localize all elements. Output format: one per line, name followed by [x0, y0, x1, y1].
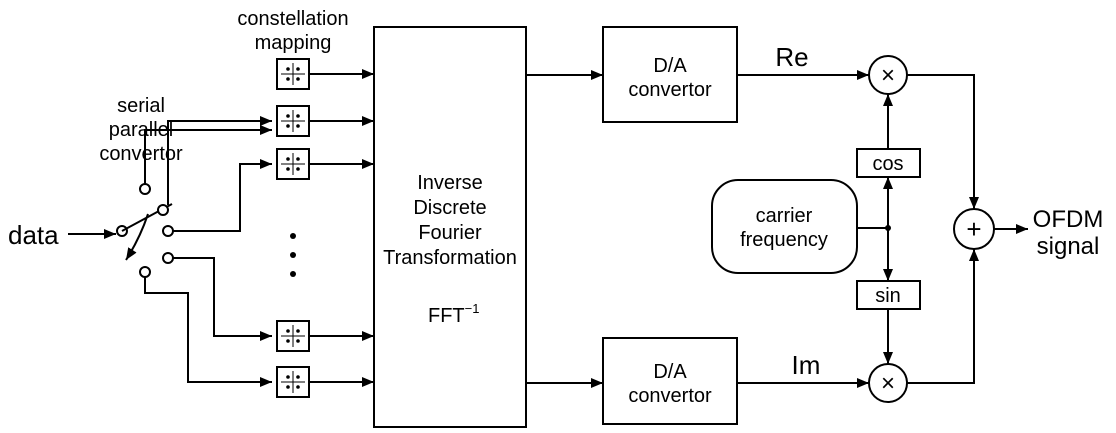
switch-terminal-4 [162, 252, 174, 264]
ifft-label-line-1: Inverse [417, 172, 483, 194]
ifft-label-line-4: Transformation [383, 247, 517, 269]
im-path-label: Im [792, 350, 821, 380]
multiplier-top-symbol: × [881, 62, 895, 89]
re-path-label: Re [775, 42, 808, 72]
serial-parallel-label: serial parallel convertor [99, 95, 183, 165]
mapper-block-4 [276, 320, 310, 352]
serial-parallel-label-line-3: convertor [99, 143, 183, 165]
branch-wire-1 [144, 125, 272, 184]
branch-wire-3 [173, 159, 272, 232]
multiplier-bottom-symbol: × [881, 370, 895, 397]
ofdm-signal-label: OFDM signal [1033, 206, 1104, 260]
dac-bottom-label: D/A convertor [628, 361, 712, 407]
switch-terminal-3 [162, 225, 174, 237]
multiplier-bottom-to-adder-arrow [907, 249, 979, 384]
carrier-label-line-2: frequency [740, 229, 828, 251]
constellation-label-line-2: mapping [255, 32, 332, 54]
dac-bottom-block [602, 337, 738, 425]
dac-top-block [602, 26, 738, 123]
branch-wire-4 [173, 257, 272, 341]
dac-top-label-line-1: D/A [653, 55, 687, 77]
constellation-label-line-1: constellation [237, 8, 348, 30]
switch-terminal-5 [139, 266, 151, 278]
switch-sweep-arrow [125, 213, 149, 261]
dac-bottom-label-line-2: convertor [628, 385, 712, 407]
sin-label: sin [875, 285, 901, 307]
ifft-block [373, 26, 527, 428]
dac-bottom-label-line-1: D/A [653, 361, 687, 383]
dac-top-label-line-2: convertor [628, 79, 712, 101]
output-label-line-2: signal [1037, 233, 1100, 260]
dac-top-label: D/A convertor [628, 55, 712, 101]
data-input-label: data [8, 220, 59, 250]
mapper-block-1 [276, 58, 310, 90]
mapper-block-5 [276, 366, 310, 398]
ifft-symbol: FFT−1 [428, 301, 479, 327]
adder-symbol: + [966, 214, 981, 244]
ifft-label-line-3: Fourier [418, 222, 482, 244]
constellation-mapping-label: constellation mapping [237, 8, 348, 54]
switch-terminal-2 [157, 204, 169, 216]
ellipsis-dots [290, 233, 296, 277]
carrier-label-line-1: carrier [756, 205, 813, 227]
serial-parallel-label-line-2: parallel [109, 119, 173, 141]
cos-label: cos [872, 153, 903, 175]
mapper-block-2 [276, 105, 310, 137]
carrier-frequency-label: carrier frequency [740, 205, 828, 251]
multiplier-top-to-adder-arrow [907, 74, 979, 209]
serial-parallel-label-line-1: serial [117, 95, 165, 117]
carrier-frequency-block [711, 179, 858, 274]
output-label-line-1: OFDM [1033, 206, 1104, 233]
switch-terminal-1 [139, 183, 151, 195]
ifft-block-label: Inverse Discrete Fourier Transformation [383, 172, 517, 269]
ifft-label-line-2: Discrete [413, 197, 486, 219]
mapper-block-3 [276, 148, 310, 180]
branch-wire-2 [167, 116, 272, 205]
branch-wire-5 [144, 277, 272, 387]
